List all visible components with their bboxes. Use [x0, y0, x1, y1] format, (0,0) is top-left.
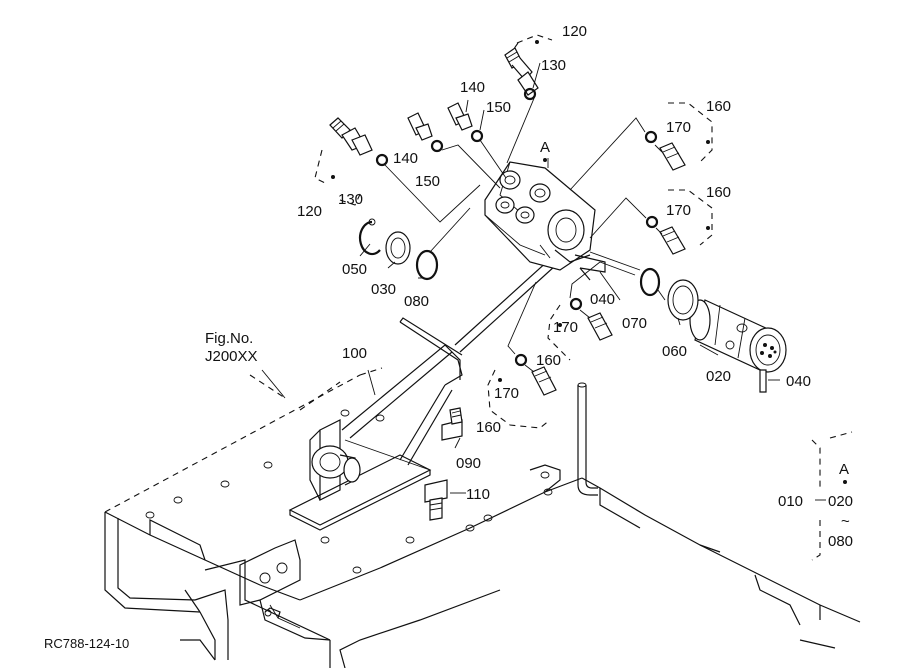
valve-body: [484, 161, 606, 281]
oring-130-top: [523, 87, 537, 101]
fitting-140-left: [407, 112, 433, 141]
oring-080: [415, 249, 439, 281]
label-160-lower: 160: [536, 352, 561, 369]
ref-a-dot-box: [843, 480, 847, 484]
snap-ring-050: [358, 218, 381, 256]
oring-070: [639, 267, 661, 297]
label-170-upper: 170: [666, 119, 691, 136]
label-fig-no: Fig.No.: [205, 330, 253, 347]
label-040-pin: 040: [786, 373, 811, 390]
label-070: 070: [622, 315, 647, 332]
label-050: 050: [342, 261, 367, 278]
oring-170-bottom: [514, 353, 528, 367]
label-120-top: 120: [562, 23, 587, 40]
label-150-top: 150: [486, 99, 511, 116]
leader-lines: [261, 62, 780, 494]
label-020: 020: [706, 368, 731, 385]
bolt-090: [441, 407, 463, 441]
oring-170-upper: [644, 130, 658, 144]
oring-130-left: [375, 153, 389, 167]
oring-150-left: [430, 139, 444, 153]
plug-160-lower: [587, 312, 613, 341]
label-090: 090: [456, 455, 481, 472]
fitting-140-top: [447, 102, 473, 131]
label-170-lower: 170: [553, 319, 578, 336]
label-fig-code: J200XX: [205, 348, 258, 365]
oring-170-mid: [645, 215, 659, 229]
plug-160-bottom: [531, 366, 557, 396]
label-130-top: 130: [541, 57, 566, 74]
label-140-top: 140: [460, 79, 485, 96]
label-a-top: A: [540, 139, 550, 156]
label-170-mid: 170: [666, 202, 691, 219]
label-030: 030: [371, 281, 396, 298]
label-160-mid: 160: [706, 184, 731, 201]
label-110: 110: [466, 486, 490, 503]
label-010: 010: [778, 493, 803, 510]
plug-160-upper: [659, 142, 686, 171]
bolt-110: [424, 479, 448, 521]
drawing-code: RC788-124-10: [44, 636, 129, 651]
label-140-left: 140: [393, 150, 418, 167]
label-a-box: A: [839, 461, 849, 478]
plug-160-mid: [659, 226, 686, 255]
label-160-upper: 160: [706, 98, 731, 115]
ring-060: [667, 279, 699, 321]
label-080-box: 080: [828, 533, 853, 550]
spool-020: [689, 299, 787, 373]
pin-040: [759, 369, 767, 393]
label-160-bottom: 160: [476, 419, 501, 436]
label-120-left: 120: [297, 203, 322, 220]
oring-170-lower: [569, 297, 583, 311]
label-060: 060: [662, 343, 687, 360]
chassis-frame: [104, 367, 861, 668]
group-brackets: [249, 34, 853, 561]
label-040-mid: 040: [590, 291, 615, 308]
label-080: 080: [404, 293, 429, 310]
ref-a-dot-top: [543, 158, 547, 162]
label-150-left: 150: [415, 173, 440, 190]
label-130-left: 130: [338, 191, 363, 208]
washer-030: [385, 231, 411, 265]
label-170-bottom: 170: [494, 385, 519, 402]
elbow-fitting-120-left: [329, 117, 373, 156]
label-range-tilde: ~: [841, 513, 850, 530]
oring-150-top: [470, 129, 484, 143]
labels: 120 130 140 150 140 150 130 120 A 160 17…: [44, 23, 853, 651]
label-100: 100: [342, 345, 367, 362]
deck-holes: [145, 409, 553, 574]
label-020-box: 020: [828, 493, 853, 510]
